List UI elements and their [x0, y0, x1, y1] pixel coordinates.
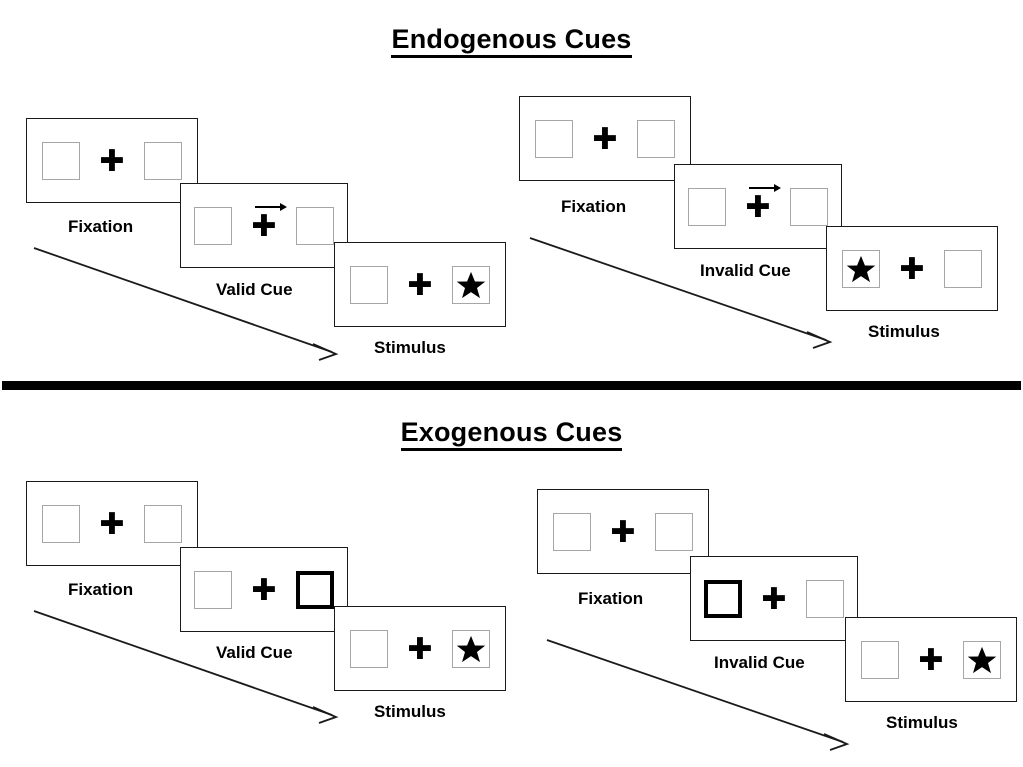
caption-endogenous-valid-fixation: Fixation: [68, 217, 134, 236]
left-box: [42, 504, 80, 543]
plus-icon: ✚: [251, 572, 277, 608]
panel-exogenous-valid-fixation: ✚: [26, 481, 198, 566]
fixation-cross-wrap: ✚: [92, 138, 132, 184]
panel-exogenous-valid-stimulus: ✚: [334, 606, 506, 691]
caption-endogenous-valid-cue: Valid Cue: [216, 280, 293, 299]
time-flow-arrow-endogenous-invalid: [529, 237, 833, 349]
plus-icon: ✚: [899, 251, 925, 287]
panel-inner: ✚: [704, 576, 844, 622]
caption-endogenous-valid-stimulus: Stimulus: [374, 338, 446, 357]
left-box: [350, 629, 388, 668]
section-title-exogenous: Exogenous Cues: [0, 417, 1023, 451]
section-title-exogenous-text: Exogenous Cues: [400, 417, 623, 451]
plus-icon: ✚: [251, 208, 277, 244]
panel-endogenous-invalid-fixation: ✚: [519, 96, 691, 181]
plus-icon: ✚: [761, 581, 787, 617]
fixation-cross-wrap: ✚: [585, 116, 625, 162]
arrow-right-icon: [749, 183, 781, 192]
fixation-cross-wrap: ✚: [244, 567, 284, 613]
panel-inner: ✚: [194, 567, 334, 613]
panel-endogenous-valid-fixation: ✚: [26, 118, 198, 203]
plus-icon: ✚: [610, 514, 636, 550]
plus-icon: ✚: [99, 506, 125, 542]
panel-inner: ✚: [42, 138, 182, 184]
left-box: [350, 265, 388, 304]
caption-exogenous-invalid-cue: Invalid Cue: [714, 653, 805, 672]
caption-exogenous-valid-fixation: Fixation: [68, 580, 134, 599]
star-icon: [456, 635, 486, 662]
plus-icon: ✚: [407, 631, 433, 667]
panel-endogenous-valid-stimulus: ✚: [334, 242, 506, 327]
star-icon: [967, 646, 997, 673]
left-box: [42, 141, 80, 180]
caption-endogenous-invalid-fixation: Fixation: [561, 197, 627, 216]
panel-exogenous-invalid-stimulus: ✚: [845, 617, 1017, 702]
panel-endogenous-valid-cue: ✚: [180, 183, 348, 268]
right-box-cued: [296, 570, 334, 609]
left-box-cued: [704, 579, 742, 618]
right-box: [806, 579, 844, 618]
caption-exogenous-valid-cue: Valid Cue: [216, 643, 293, 662]
right-box: [144, 141, 182, 180]
left-box: [861, 640, 899, 679]
caption-exogenous-invalid-fixation: Fixation: [578, 589, 644, 608]
fixation-cross-wrap: ✚: [400, 262, 440, 308]
right-box: [963, 640, 1001, 679]
left-box: [842, 249, 880, 288]
right-box: [144, 504, 182, 543]
fixation-cross-wrap: ✚: [738, 183, 781, 230]
right-box: [452, 265, 490, 304]
right-box: [944, 249, 982, 288]
right-box: [637, 119, 675, 158]
fixation-cross-wrap: ✚: [754, 576, 794, 622]
section-divider: [2, 381, 1021, 390]
right-box: [296, 206, 334, 245]
right-box: [790, 187, 828, 226]
fixation-cross-wrap: ✚: [911, 637, 951, 683]
fixation-cross-wrap: ✚: [603, 509, 643, 555]
time-flow-arrow-exogenous-valid: [33, 610, 339, 724]
star-icon: [456, 271, 486, 298]
panel-inner: ✚: [842, 246, 982, 292]
left-box: [194, 570, 232, 609]
panel-inner: ✚: [553, 509, 693, 555]
plus-icon: ✚: [407, 267, 433, 303]
caption-exogenous-invalid-stimulus: Stimulus: [886, 713, 958, 732]
panel-inner: ✚: [861, 637, 1001, 683]
time-flow-arrow-exogenous-invalid: [546, 639, 850, 751]
time-flow-arrow-endogenous-valid: [33, 247, 339, 361]
plus-icon: ✚: [918, 642, 944, 678]
section-title-endogenous-text: Endogenous Cues: [391, 24, 632, 58]
left-box: [535, 119, 573, 158]
arrow-right-icon: [255, 202, 287, 211]
caption-exogenous-valid-stimulus: Stimulus: [374, 702, 446, 721]
panel-exogenous-invalid-fixation: ✚: [537, 489, 709, 574]
fixation-cross-wrap: ✚: [892, 246, 932, 292]
right-box: [655, 512, 693, 551]
right-box: [452, 629, 490, 668]
panel-endogenous-invalid-stimulus: ✚: [826, 226, 998, 311]
panel-inner: ✚: [535, 116, 675, 162]
panel-inner: ✚: [42, 501, 182, 547]
panel-exogenous-valid-cue: ✚: [180, 547, 348, 632]
left-box: [688, 187, 726, 226]
caption-endogenous-invalid-cue: Invalid Cue: [700, 261, 791, 280]
left-box: [194, 206, 232, 245]
fixation-cross-wrap: ✚: [92, 501, 132, 547]
panel-inner: ✚: [350, 262, 490, 308]
section-title-endogenous: Endogenous Cues: [0, 24, 1023, 58]
caption-endogenous-invalid-stimulus: Stimulus: [868, 322, 940, 341]
panel-exogenous-invalid-cue: ✚: [690, 556, 858, 641]
plus-icon: ✚: [99, 143, 125, 179]
fixation-cross-wrap: ✚: [244, 202, 287, 249]
panel-inner: ✚: [350, 626, 490, 672]
panel-inner: ✚: [688, 183, 828, 230]
plus-icon: ✚: [592, 121, 618, 157]
panel-inner: ✚: [194, 202, 334, 249]
star-icon: [846, 255, 876, 282]
left-box: [553, 512, 591, 551]
panel-endogenous-invalid-cue: ✚: [674, 164, 842, 249]
fixation-cross-wrap: ✚: [400, 626, 440, 672]
plus-icon: ✚: [745, 189, 771, 225]
